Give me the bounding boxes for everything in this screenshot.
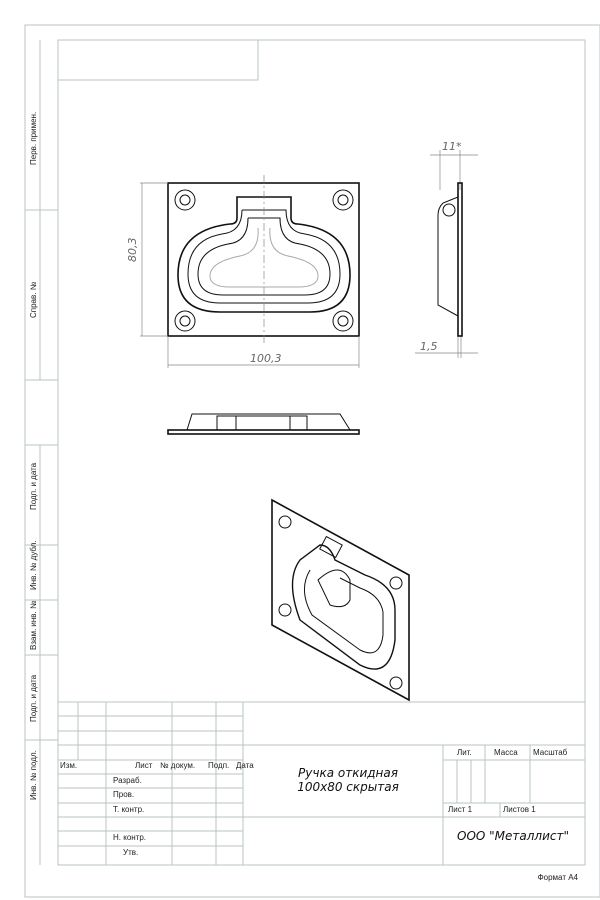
drawing-title-line1: Ручка откидная [298,766,398,780]
sheet-count: Листов 1 [503,805,536,814]
thickness-dimension: 1,5 [420,340,438,353]
side-label: Подп. и дата [29,462,38,510]
scale-label: Масштаб [533,748,568,757]
side-label: Подп. и дата [29,674,38,722]
header-doc: № докум. [160,761,195,770]
title-block-grid [58,701,585,865]
header-sign: Подп. [208,761,229,770]
width-dimension: 100,3 [250,352,282,365]
side-view [437,182,463,337]
top-left-box [57,39,259,81]
page-border [24,24,600,898]
drawing-frame [57,39,586,866]
sheet-number: Лист 1 [448,805,473,814]
dimension-lines [140,150,478,368]
side-label: Инв. № подл. [29,750,38,800]
header-list: Лист [135,761,153,770]
format-label: Формат А4 [538,873,579,882]
side-strip: Перв. примен. Справ. № Подп. и дата Инв.… [25,40,58,865]
side-label: Взам. инв. № [29,600,38,650]
drawing-title-line2: 100x80 скрытая [297,780,399,794]
company-name: ООО "Металлист" [457,829,569,843]
side-label: Перв. примен. [29,112,38,165]
role-norm-control: Н. контр. [113,833,146,842]
role-developer: Разраб. [113,776,142,785]
header-izm: Изм. [60,761,77,770]
top-view [167,413,360,435]
depth-dimension: 11* [442,140,462,153]
role-approved: Утв. [123,848,138,857]
role-checker: Пров. [113,790,134,799]
role-tech-control: Т. контр. [113,805,144,814]
side-label: Справ. № [29,281,38,318]
front-view [167,175,360,345]
mass-label: Масса [494,748,518,757]
height-dimension: 80,3 [126,238,139,263]
header-date: Дата [236,761,254,770]
lit-label: Лит. [457,748,472,757]
isometric-view [271,498,410,702]
side-label: Инв. № дубл. [29,540,38,590]
